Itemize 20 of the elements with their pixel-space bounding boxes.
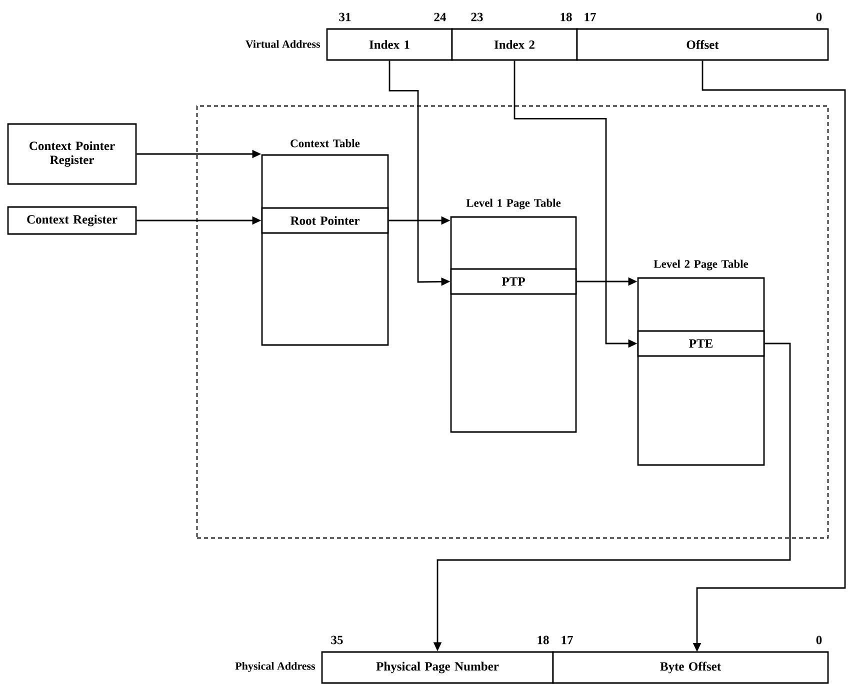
node-label: Context Table bbox=[290, 139, 360, 148]
bit-number: 17 bbox=[584, 12, 596, 22]
bit-number: 23 bbox=[471, 12, 483, 22]
node-label: Level 2 Page Table bbox=[654, 260, 748, 270]
dashed-boundary bbox=[196, 105, 829, 539]
address-field: Index 1 bbox=[326, 28, 453, 61]
address-field: Byte Offset bbox=[552, 651, 829, 684]
address-field: Index 2 bbox=[451, 28, 578, 61]
bit-number: 18 bbox=[560, 12, 572, 22]
address-field: Offset bbox=[576, 28, 829, 61]
bit-number: 17 bbox=[562, 636, 573, 644]
table-entry: Root Pointer bbox=[261, 207, 389, 234]
address-field: Physical Page Number bbox=[321, 651, 554, 684]
register-box: Context Pointer Register bbox=[7, 123, 137, 185]
table-entry: PTE bbox=[637, 330, 765, 357]
bit-number: 18 bbox=[538, 636, 549, 644]
table-entry: PTP bbox=[450, 268, 577, 295]
node-label: Level 1 Page Table bbox=[466, 198, 561, 210]
register-box: Context Register bbox=[7, 206, 137, 235]
bit-number: 24 bbox=[434, 12, 446, 22]
